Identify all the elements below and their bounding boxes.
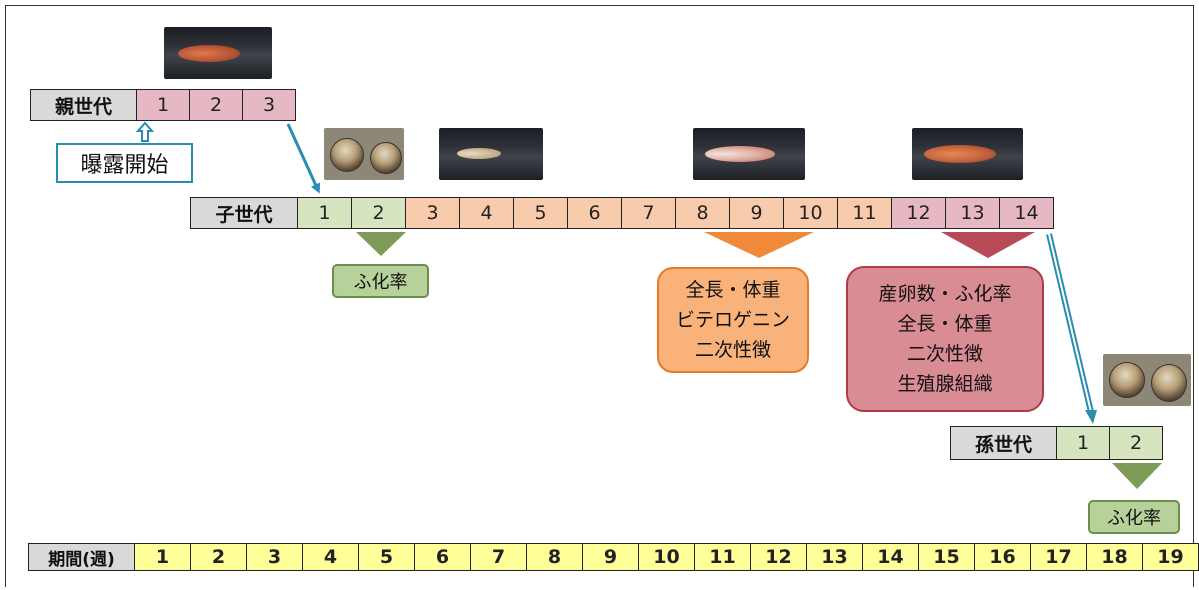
grandchild-week-cell: 1 — [1056, 426, 1110, 460]
parent-week-cell: 1 — [136, 89, 190, 121]
child-week-cell: 8 — [675, 197, 730, 229]
child-week-cell: 5 — [513, 197, 568, 229]
grandchild-egg-photo — [1103, 354, 1191, 406]
child-juvenile-fish-photo — [693, 128, 805, 180]
child-week-cell: 3 — [405, 197, 460, 229]
exposure-start-up-arrow — [135, 121, 155, 142]
period-week-cell: 7 — [470, 543, 527, 571]
child-generation-label: 子世代 — [190, 197, 298, 229]
period-week-cell: 9 — [582, 543, 639, 571]
child-adult-fish-photo — [912, 128, 1023, 180]
child-week-cell: 9 — [729, 197, 784, 229]
grandchild-hatch-rate-label: ふ化率 — [1088, 500, 1180, 534]
diagram-frame — [5, 5, 1194, 587]
endpoint-line: 産卵数・ふ化率 — [878, 283, 1012, 305]
period-week-cell: 6 — [414, 543, 471, 571]
period-weeks-row: 期間(週) 1 2 3 4 5 6 7 8 9 10 11 12 13 14 1… — [28, 543, 1199, 571]
endpoint-line: 全長・体重 — [897, 313, 993, 335]
period-week-cell: 12 — [750, 543, 807, 571]
period-week-cell: 5 — [358, 543, 415, 571]
child-week-cell: 10 — [783, 197, 838, 229]
period-week-cell: 11 — [694, 543, 751, 571]
grandchild-hatch-marker — [1112, 463, 1162, 489]
period-week-cell: 16 — [974, 543, 1031, 571]
endpoint-line: 全長・体重 — [685, 279, 781, 301]
exposure-start-label: 曝露開始 — [56, 143, 193, 183]
period-week-cell: 13 — [806, 543, 863, 571]
grandchild-week-cell: 2 — [1109, 426, 1163, 460]
parent-generation-row: 親世代 1 2 3 — [30, 89, 296, 121]
child-hatch-rate-label: ふ化率 — [332, 264, 429, 298]
child-week12-marker — [941, 232, 1035, 258]
child-week-cell: 1 — [297, 197, 352, 229]
parent-week-cell: 2 — [189, 89, 243, 121]
endpoint-line: 生殖腺組織 — [897, 373, 993, 395]
child-larva-photo — [439, 128, 543, 180]
grandchild-generation-row: 孫世代 1 2 — [950, 426, 1163, 460]
endpoint-line: 二次性徴 — [906, 343, 983, 365]
child-week8-endpoints: 全長・体重 ビテロゲニン 二次性徴 — [657, 267, 809, 373]
parent-week-cell: 3 — [242, 89, 296, 121]
child-week12-endpoints: 産卵数・ふ化率 全長・体重 二次性徴 生殖腺組織 — [846, 266, 1044, 412]
child-week8-marker — [704, 232, 814, 258]
grandchild-generation-label: 孫世代 — [950, 426, 1057, 460]
child-week-cell: 6 — [567, 197, 622, 229]
parent-to-child-arrow — [286, 123, 321, 194]
period-week-cell: 1 — [134, 543, 191, 571]
parent-generation-label: 親世代 — [30, 89, 137, 121]
period-week-cell: 17 — [1030, 543, 1087, 571]
child-hatch-marker — [356, 232, 406, 256]
child-week-cell: 2 — [351, 197, 406, 229]
child-generation-row: 子世代 1 2 3 4 5 6 7 8 9 10 11 12 13 14 — [190, 197, 1054, 229]
endpoint-line: 二次性徴 — [694, 339, 771, 361]
child-week-cell: 14 — [999, 197, 1054, 229]
period-week-cell: 4 — [302, 543, 359, 571]
child-to-grandchild-arrow — [1046, 233, 1097, 424]
period-week-cell: 18 — [1086, 543, 1143, 571]
endpoint-line: ビテロゲニン — [675, 309, 790, 331]
parent-adult-fish-photo — [164, 27, 272, 79]
child-egg-photo — [324, 128, 404, 180]
period-label: 期間(週) — [28, 543, 135, 571]
